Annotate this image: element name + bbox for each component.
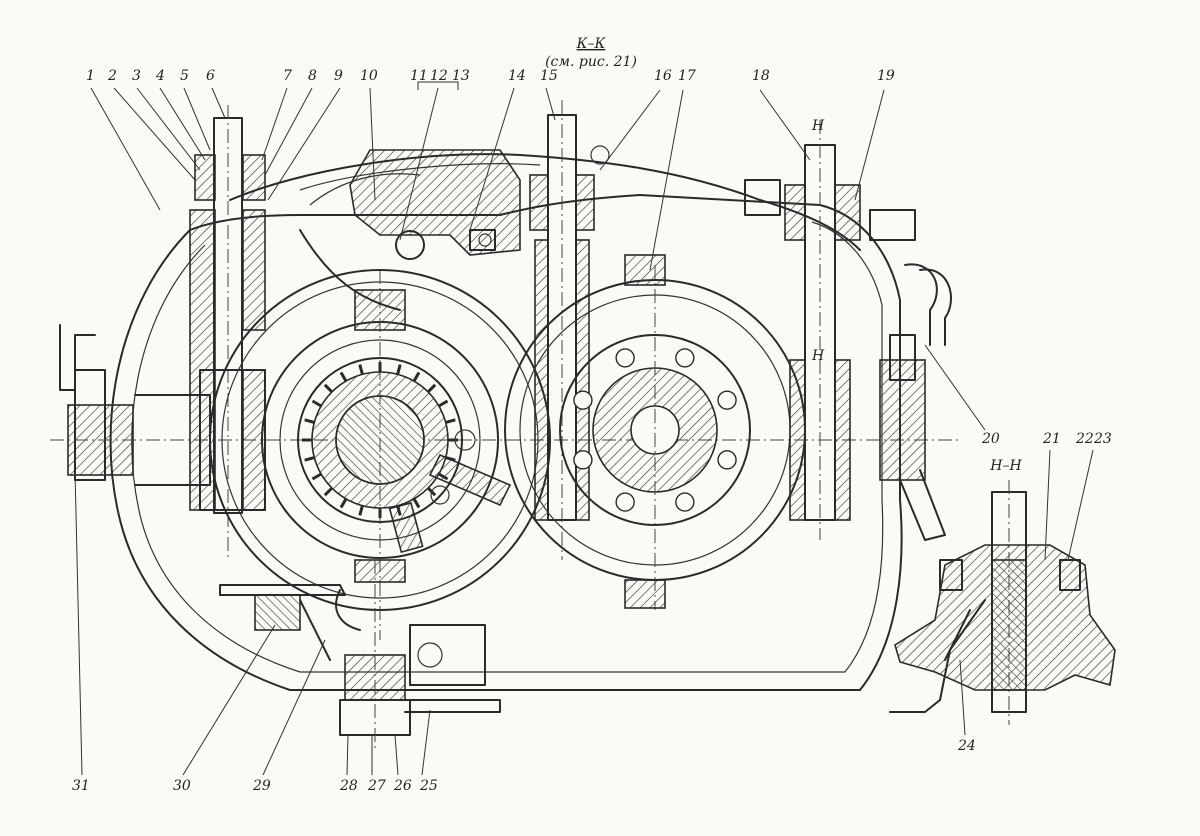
inset-title: Н–Н <box>989 458 1022 474</box>
lightening-hole <box>675 492 695 512</box>
callout-26: 26 <box>393 778 412 794</box>
filter-and-lever <box>219 584 361 661</box>
callout-14: 14 <box>508 68 526 84</box>
right-shaft <box>744 120 916 540</box>
left-gear <box>209 269 551 640</box>
lightening-hole <box>573 390 593 410</box>
spline-tooth <box>311 472 322 481</box>
section-reference: (см. рис. 21) <box>545 54 637 70</box>
lightening-hole <box>717 390 737 410</box>
top-left-cap <box>299 149 521 311</box>
callout-24: 24 <box>957 738 976 754</box>
callout-5: 5 <box>180 68 189 84</box>
spline-tooth <box>304 418 315 424</box>
spline-tooth <box>427 383 437 393</box>
spline-tooth <box>438 399 449 408</box>
lightening-hole <box>675 348 695 368</box>
callout-17: 17 <box>678 68 696 84</box>
lightening-hole <box>615 348 635 368</box>
callout-20: 20 <box>981 431 1000 447</box>
callout-8: 8 <box>308 68 317 84</box>
callout-23: 23 <box>1093 431 1112 447</box>
callout-11: 11 <box>410 68 428 84</box>
spline-tooth <box>339 498 348 509</box>
left-shaft <box>189 105 266 560</box>
cut-mark-bottom: Н <box>811 348 825 364</box>
callout-28: 28 <box>339 778 358 794</box>
callout-10: 10 <box>360 68 378 84</box>
spline-tooth <box>358 364 364 375</box>
callout-6: 6 <box>206 68 215 84</box>
right-flange <box>879 263 952 541</box>
spline-tooth <box>396 364 402 375</box>
cut-mark-top: Н <box>811 118 825 134</box>
callout-18: 18 <box>752 68 770 84</box>
spline-tooth <box>304 456 315 462</box>
callout-13: 13 <box>452 68 470 84</box>
callout-1: 1 <box>86 68 95 84</box>
callout-2: 2 <box>107 68 117 84</box>
callout-12: 12 <box>430 68 448 84</box>
callout-30: 30 <box>173 778 191 794</box>
leader-lines <box>74 81 1094 776</box>
spline-tooth <box>323 383 333 393</box>
right-gear <box>504 254 806 610</box>
callout-19: 19 <box>877 68 895 84</box>
spline-tooth <box>445 418 456 424</box>
callout-27: 27 <box>367 778 386 794</box>
spline-tooth <box>412 371 421 382</box>
lightening-hole <box>615 492 635 512</box>
callout-labels: 1 2 3 4 5 6 7 8 9 10 11 12 13 14 15 16 1… <box>72 36 1112 794</box>
spline-tooth <box>412 498 421 509</box>
callout-9: 9 <box>334 68 343 84</box>
callout-7: 7 <box>283 68 292 84</box>
callout-16: 16 <box>654 68 672 84</box>
callout-21: 21 <box>1042 431 1061 447</box>
callout-15: 15 <box>540 68 558 84</box>
callout-4: 4 <box>155 68 165 84</box>
lightening-hole <box>573 450 593 470</box>
callout-25: 25 <box>419 778 438 794</box>
lightening-hole <box>717 450 737 470</box>
callout-29: 29 <box>252 778 271 794</box>
inset-section-hh <box>889 480 1116 725</box>
middle-shaft <box>529 100 610 560</box>
spline-tooth <box>311 399 322 408</box>
spline-tooth <box>323 487 333 497</box>
callout-22: 22 <box>1075 431 1094 447</box>
spline-tooth <box>339 371 348 382</box>
bottom-drain-assembly <box>339 560 501 750</box>
callout-3: 3 <box>132 68 141 84</box>
callout-31: 31 <box>72 778 90 794</box>
section-title: К–К <box>576 36 607 52</box>
spline-tooth <box>358 505 364 516</box>
